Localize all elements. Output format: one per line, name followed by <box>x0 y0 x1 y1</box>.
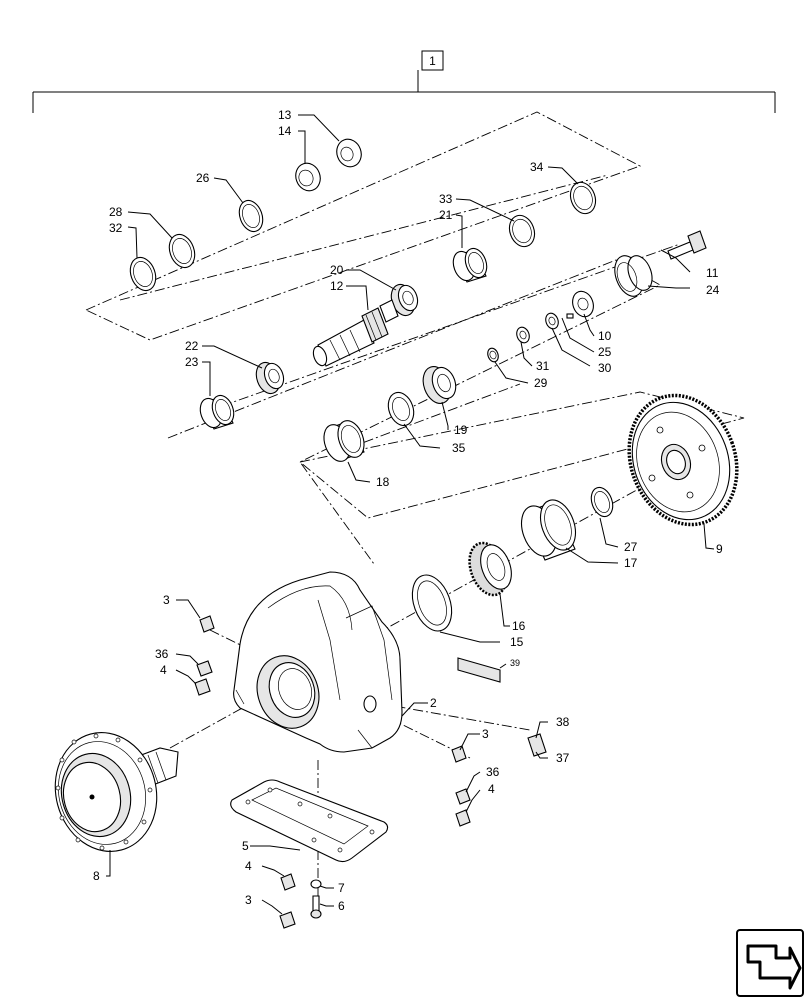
callout-19: 19 <box>454 423 468 437</box>
plug-36-right <box>455 788 471 805</box>
plug-4-right <box>455 809 471 827</box>
bearing-cone-22 <box>255 361 285 395</box>
shim-15 <box>411 574 453 632</box>
washer-7 <box>310 879 322 889</box>
plug-4-upper <box>194 678 211 696</box>
callout-10: 10 <box>598 329 612 343</box>
plug-3-lower <box>279 911 296 929</box>
callout-3-lower: 3 <box>245 893 252 907</box>
gear-9 <box>627 393 739 527</box>
shaft-12 <box>312 299 399 367</box>
callout-38: 38 <box>556 715 570 729</box>
callout-21: 21 <box>439 208 453 222</box>
ring-28 <box>168 233 196 269</box>
pin-25 <box>566 313 574 319</box>
callout-14: 14 <box>278 124 292 138</box>
next-page-arrow-icon[interactable] <box>736 929 804 997</box>
bolt-6 <box>310 895 322 919</box>
callout-23: 23 <box>185 355 199 369</box>
callout-36-right: 36 <box>486 765 500 779</box>
upper-axis-line <box>119 174 609 301</box>
callout-3-right: 3 <box>482 727 489 741</box>
callout-35: 35 <box>452 441 466 455</box>
ring-31 <box>516 326 530 344</box>
callout-25: 25 <box>598 345 612 359</box>
callout-36-upper: 36 <box>155 647 169 661</box>
ring-34 <box>569 181 597 215</box>
callout-4-lower: 4 <box>245 859 252 873</box>
callout-12: 12 <box>330 279 344 293</box>
plug-36-upper <box>196 660 213 677</box>
washer-10 <box>572 290 594 318</box>
bearing-cup-17 <box>520 499 577 561</box>
callout-39: 39 <box>510 658 520 668</box>
bearing-cone-20 <box>390 283 419 317</box>
callout-37: 37 <box>556 751 570 765</box>
callout-labels: 13 14 26 28 32 34 33 21 20 12 22 23 11 2… <box>93 108 723 913</box>
ring-29 <box>487 347 499 363</box>
assembly-label: 1 <box>429 54 436 68</box>
assembly-bracket <box>32 50 776 113</box>
cover-plate-5 <box>230 779 389 863</box>
callout-26: 26 <box>196 171 210 185</box>
bearing-cup-21 <box>452 247 488 283</box>
decal-37-38 <box>527 733 547 757</box>
plate-axis-line <box>359 699 531 731</box>
housing-2 <box>233 571 403 753</box>
bearing-cup-23 <box>199 394 235 430</box>
callout-29: 29 <box>534 376 548 390</box>
callout-20: 20 <box>330 263 344 277</box>
callout-34: 34 <box>530 160 544 174</box>
callout-9: 9 <box>716 542 723 556</box>
callout-4-upper: 4 <box>160 663 167 677</box>
callout-5: 5 <box>242 839 249 853</box>
callout-6: 6 <box>338 899 345 913</box>
callout-4-right: 4 <box>488 782 495 796</box>
callout-17: 17 <box>624 556 638 570</box>
gear-group-outline <box>299 391 745 519</box>
leader-lines <box>106 114 715 915</box>
callout-13: 13 <box>278 108 292 122</box>
callout-24: 24 <box>706 283 720 297</box>
snap-ring-26 <box>238 199 264 233</box>
plug-3-right <box>451 745 467 763</box>
bearing-cup-18 <box>323 420 365 462</box>
callout-11: 11 <box>706 266 719 280</box>
bolt-11 <box>667 230 707 260</box>
snap-ring-32 <box>129 256 157 292</box>
bearing-axis-line <box>329 383 521 456</box>
callout-33: 33 <box>439 192 453 206</box>
bearing-cone-19 <box>422 366 457 404</box>
callout-2: 2 <box>430 696 437 710</box>
hub-flange-8 <box>54 732 179 852</box>
plug-4-lower <box>280 873 296 891</box>
bearing-cone-16 <box>468 541 512 597</box>
shim-35 <box>387 391 415 427</box>
callout-28: 28 <box>109 205 123 219</box>
callout-8: 8 <box>93 869 100 883</box>
callout-15: 15 <box>510 635 524 649</box>
ring-27 <box>590 486 614 518</box>
plug-3-upper <box>199 615 215 633</box>
callout-22: 22 <box>185 339 199 353</box>
callout-31: 31 <box>536 359 550 373</box>
callout-7: 7 <box>338 881 345 895</box>
callout-30: 30 <box>598 361 612 375</box>
callout-32: 32 <box>109 221 123 235</box>
shim-14 <box>295 162 321 192</box>
callout-16: 16 <box>512 619 526 633</box>
shaft-axis-line <box>204 243 681 413</box>
callout-18: 18 <box>376 475 390 489</box>
ring-33 <box>508 214 536 248</box>
cap-24 <box>614 255 653 297</box>
decal-39 <box>457 657 501 683</box>
callout-3-upper: 3 <box>163 593 170 607</box>
ring-30 <box>545 312 559 330</box>
middle-group-outline <box>167 259 661 565</box>
callout-27: 27 <box>624 540 638 554</box>
washer-13 <box>336 138 362 168</box>
upper-group-outline <box>85 111 642 341</box>
